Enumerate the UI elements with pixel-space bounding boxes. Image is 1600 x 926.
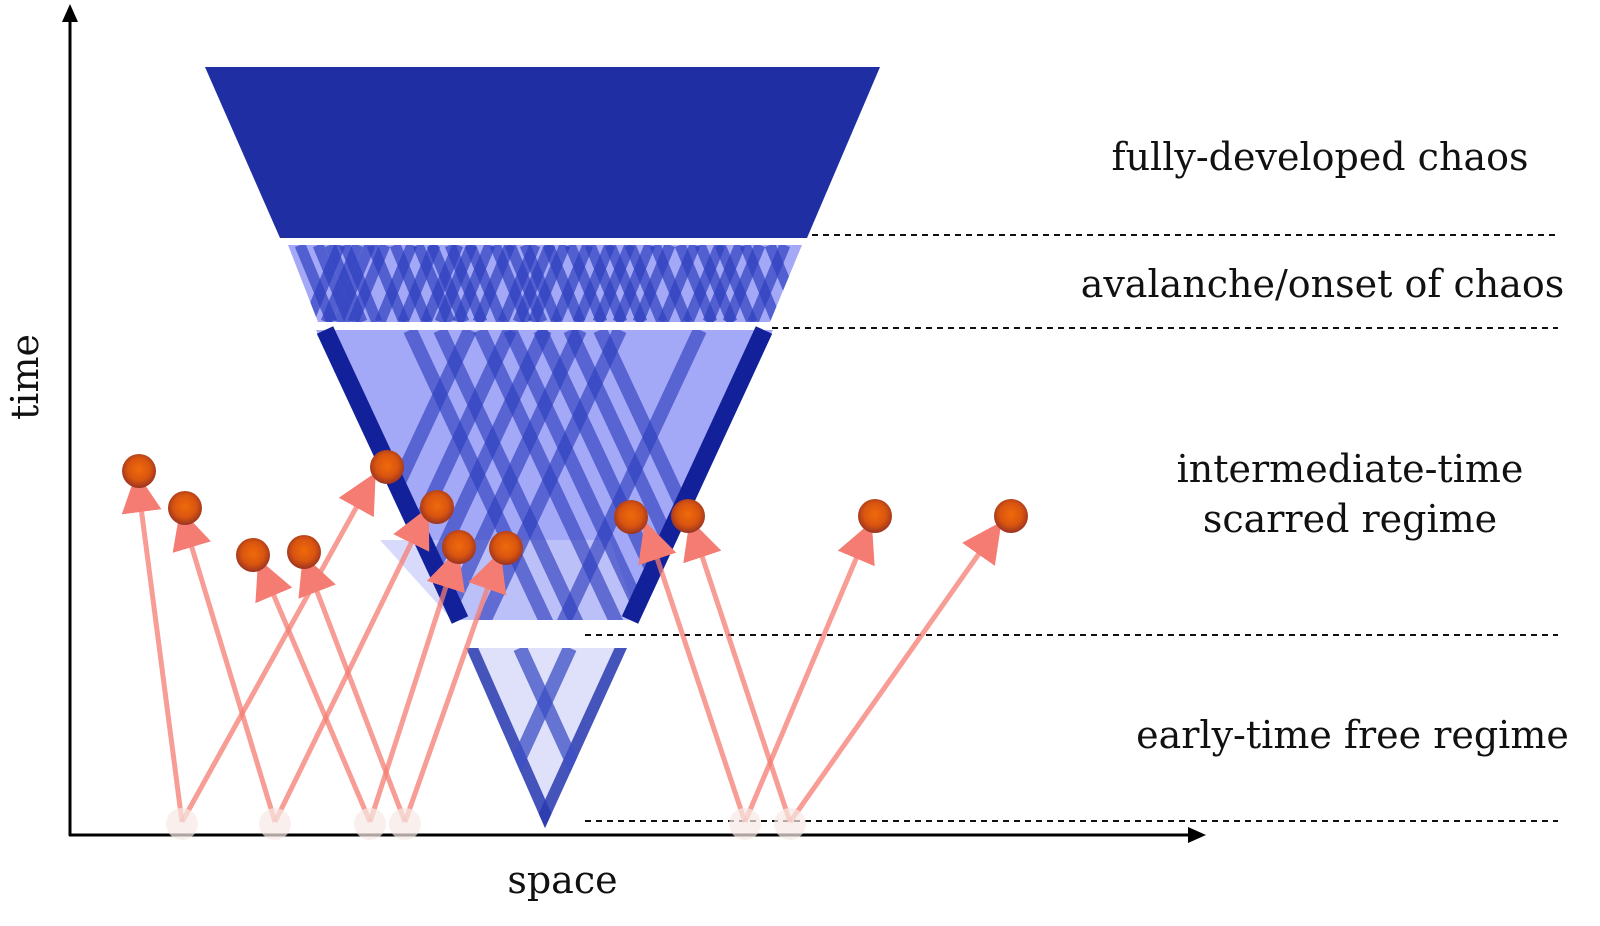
arrow-line xyxy=(179,472,376,824)
y-axis-arrow-icon xyxy=(62,4,78,22)
avalanche-scar-line xyxy=(714,245,758,322)
avalanche-region xyxy=(288,245,802,322)
trajectory-arrow xyxy=(298,554,408,823)
arrow-line xyxy=(402,551,507,823)
avalanche-scar-line xyxy=(374,245,418,322)
trajectory-arrow xyxy=(172,508,278,823)
avalanche-scar-line xyxy=(739,245,783,322)
early-free-region xyxy=(466,648,627,828)
trajectory-arrow xyxy=(787,521,1002,824)
scar-line xyxy=(503,330,657,620)
avalanche-scar-line xyxy=(649,245,693,322)
avalanche-scar-line xyxy=(464,245,508,322)
x-axis-label: space xyxy=(507,858,618,902)
avalanche-scar-line xyxy=(612,245,656,322)
scar-line xyxy=(553,330,707,620)
initial-particle xyxy=(389,808,421,840)
trajectory-arrow xyxy=(683,519,793,823)
avalanche-scar-line xyxy=(624,245,668,322)
initial-particle xyxy=(166,808,198,840)
arrow-line xyxy=(638,521,748,823)
particle xyxy=(489,531,523,565)
avalanche-scar-line xyxy=(542,245,586,322)
avalanche-scar-line xyxy=(444,245,488,322)
label-intermediate-line1: intermediate-time xyxy=(1176,447,1524,491)
x-axis-arrow-icon xyxy=(1188,827,1206,843)
arrow-line xyxy=(742,521,875,823)
particle-trajectories xyxy=(121,472,1002,840)
arrow-line xyxy=(683,519,793,823)
initial-particle xyxy=(259,808,291,840)
initial-particle xyxy=(729,808,761,840)
fully-developed-chaos-region xyxy=(205,67,880,238)
avalanche-scar-line xyxy=(434,245,478,322)
avalanche-scar-line xyxy=(592,245,636,322)
y-axis xyxy=(62,4,78,836)
label-fully-developed-chaos: fully-developed chaos xyxy=(1111,135,1529,179)
particle xyxy=(370,450,404,484)
avalanche-scar-line xyxy=(682,245,726,322)
particle xyxy=(671,499,705,533)
particle xyxy=(122,454,156,488)
avalanche-scar-line xyxy=(694,245,738,322)
avalanche-scar-line xyxy=(519,245,563,322)
trajectory-arrow xyxy=(742,521,875,823)
regime-separators xyxy=(585,234,1558,822)
initial-particle xyxy=(774,808,806,840)
particle xyxy=(168,491,202,525)
avalanche-scar-line xyxy=(397,245,441,322)
avalanche-scar-line xyxy=(366,245,410,322)
x-axis xyxy=(69,827,1206,843)
trajectory-arrow xyxy=(255,558,373,823)
trajectory-arrow xyxy=(121,472,185,823)
trajectory-arrow xyxy=(402,551,507,823)
arrow-line xyxy=(787,521,1002,824)
avalanche-scar-line xyxy=(564,245,608,322)
avalanche-scar-line xyxy=(674,245,718,322)
arrow-line xyxy=(121,472,185,823)
avalanche-scar-line xyxy=(604,245,648,322)
arrow-line xyxy=(298,554,408,823)
label-intermediate-line2: scarred regime xyxy=(1202,497,1498,541)
label-avalanche: avalanche/onset of chaos xyxy=(1080,262,1565,306)
particle xyxy=(858,499,892,533)
particle xyxy=(236,538,270,572)
arrow-line xyxy=(367,548,465,823)
trajectory-arrow xyxy=(638,521,748,823)
avalanche-scar-line xyxy=(527,245,571,322)
y-axis-label: time xyxy=(3,334,47,420)
avalanche-scar-line xyxy=(452,245,496,322)
particle xyxy=(442,530,476,564)
avalanche-scar-line xyxy=(389,245,433,322)
avalanche-scar-line xyxy=(702,245,746,322)
arrow-line xyxy=(172,508,278,823)
particle xyxy=(420,490,454,524)
label-early-time: early-time free regime xyxy=(1136,713,1569,757)
trajectory-arrow xyxy=(179,472,376,824)
avalanche-scar-line xyxy=(584,245,628,322)
particle xyxy=(287,535,321,569)
arrow-line xyxy=(255,558,373,823)
avalanche-scar-line xyxy=(550,245,594,322)
avalanche-scar-line xyxy=(332,245,376,322)
avalanche-scar-line xyxy=(339,245,383,322)
trajectory-arrow xyxy=(367,548,465,823)
particles xyxy=(122,450,1028,572)
particle xyxy=(994,499,1028,533)
avalanche-scar-line xyxy=(512,245,556,322)
avalanche-scar-line xyxy=(572,245,616,322)
initial-particle xyxy=(354,808,386,840)
particle xyxy=(614,500,648,534)
